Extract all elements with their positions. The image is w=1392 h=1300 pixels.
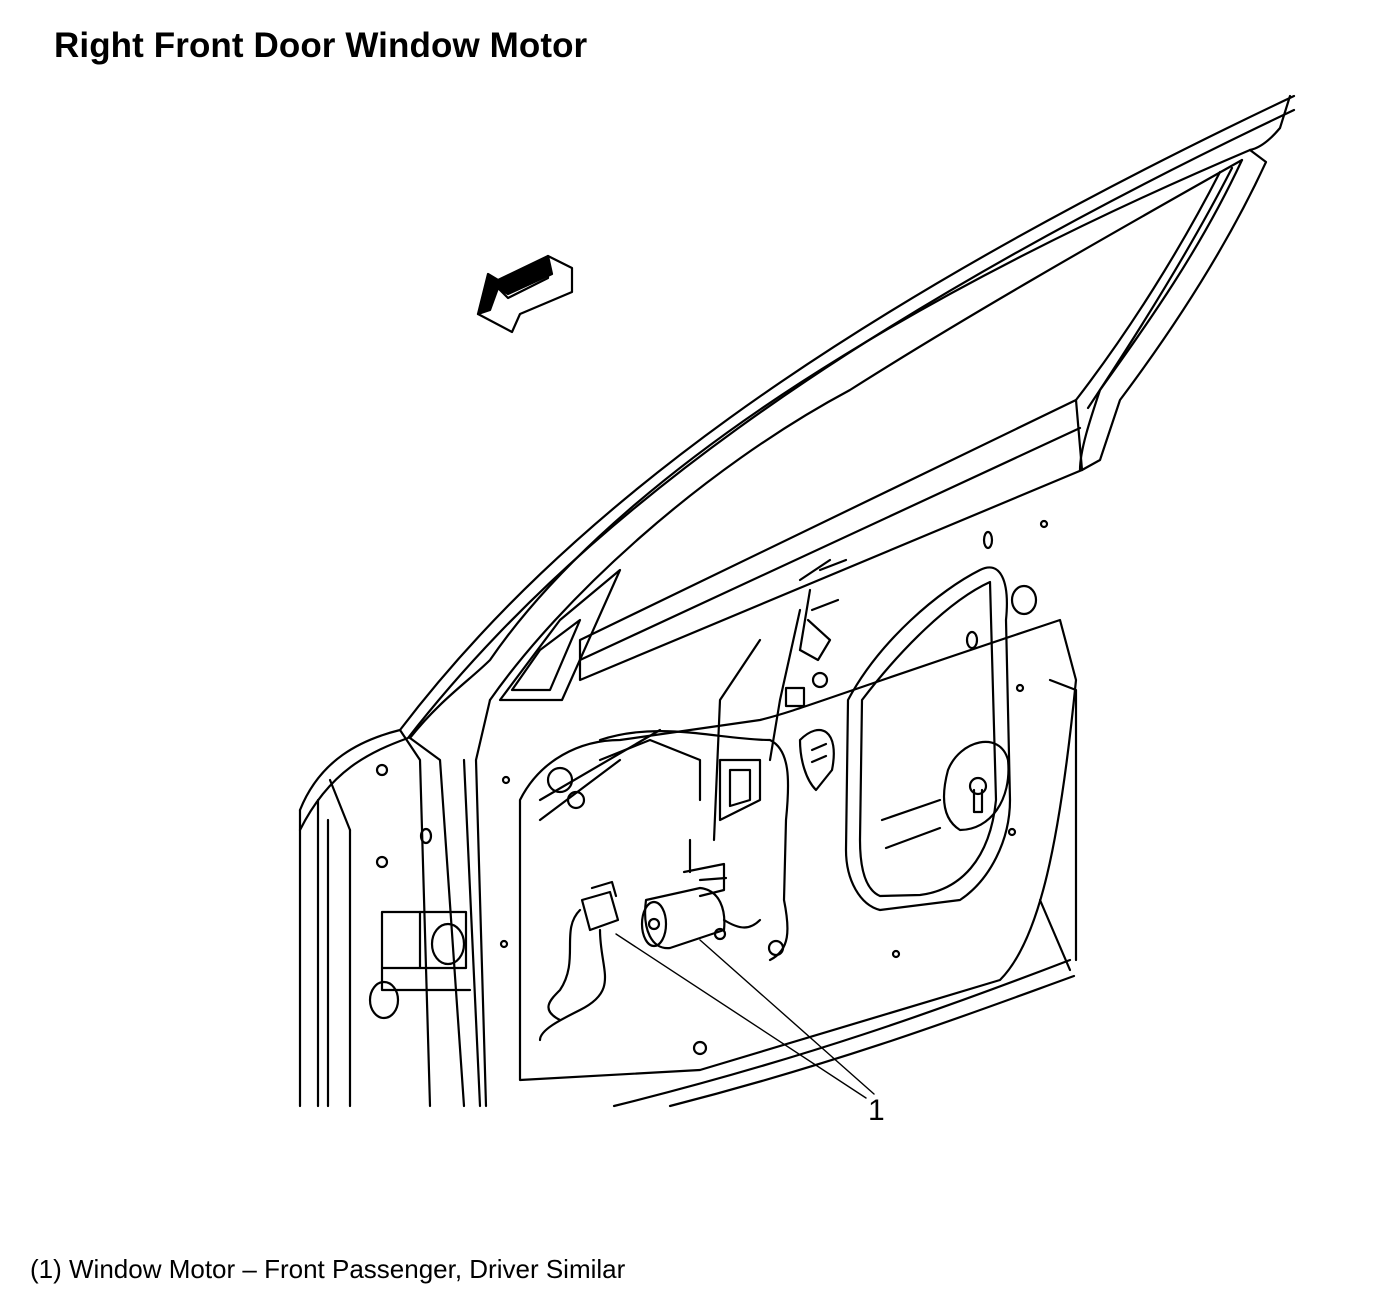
- legend-item-1: (1) Window Motor – Front Passenger, Driv…: [30, 1254, 626, 1284]
- page-title: Right Front Door Window Motor: [54, 26, 588, 65]
- access-hole: [844, 519, 1049, 959]
- inner-panel: [518, 618, 1078, 1108]
- door-shell: [298, 698, 492, 1108]
- wiring-harness: [499, 766, 708, 1056]
- callout-number-1: 1: [868, 1094, 885, 1127]
- direction-arrow-icon: [476, 254, 574, 334]
- door-frame: [298, 94, 1296, 832]
- callout-leader: [615, 933, 875, 1099]
- window-motor: [640, 838, 785, 957]
- window-regulator: [538, 558, 848, 962]
